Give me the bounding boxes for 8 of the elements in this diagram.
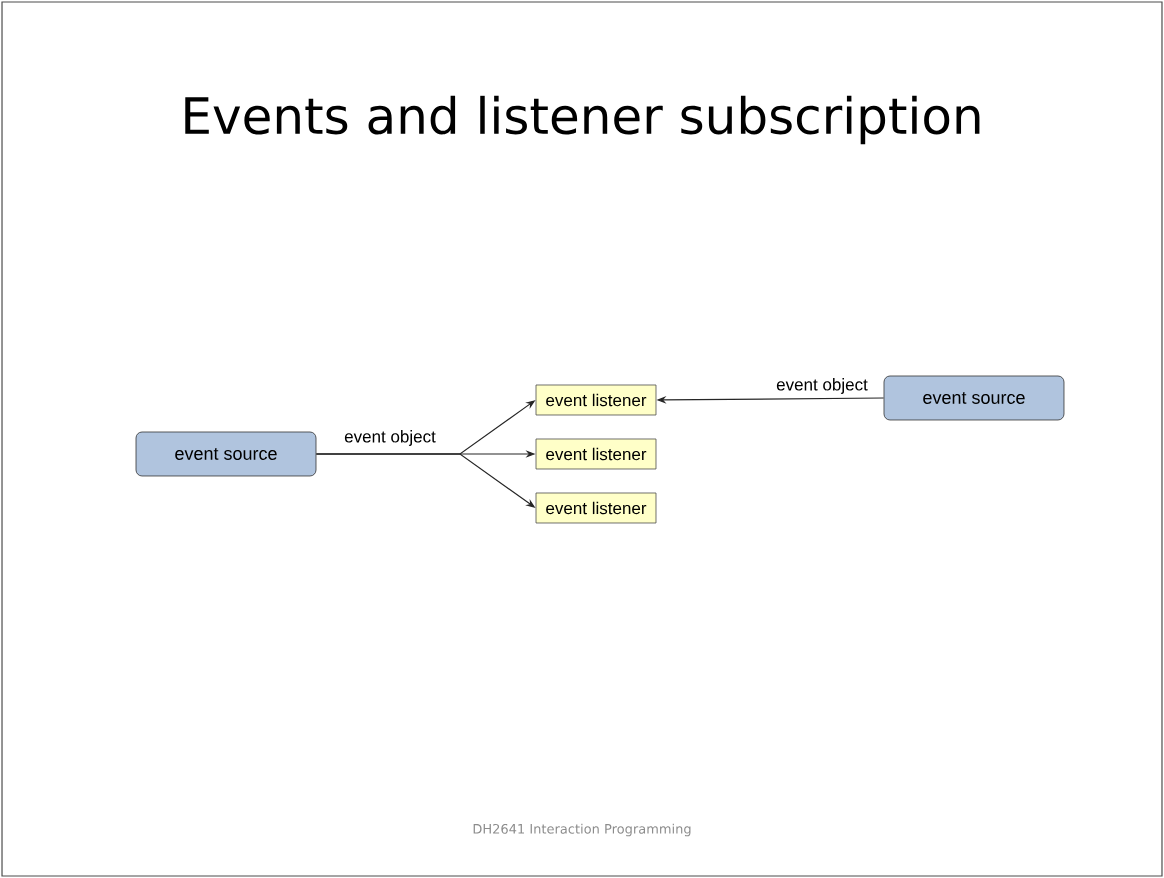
title: Events and listener subscription bbox=[185, 95, 980, 145]
source-box: event source bbox=[883, 375, 1065, 421]
edge-label: event object bbox=[774, 376, 870, 396]
edge-label: event object bbox=[342, 428, 438, 448]
listener-box: event listener bbox=[535, 384, 657, 416]
listener-box: event listener bbox=[535, 438, 657, 470]
listener-box: event listener bbox=[535, 492, 657, 524]
source-box: event source bbox=[135, 431, 317, 477]
